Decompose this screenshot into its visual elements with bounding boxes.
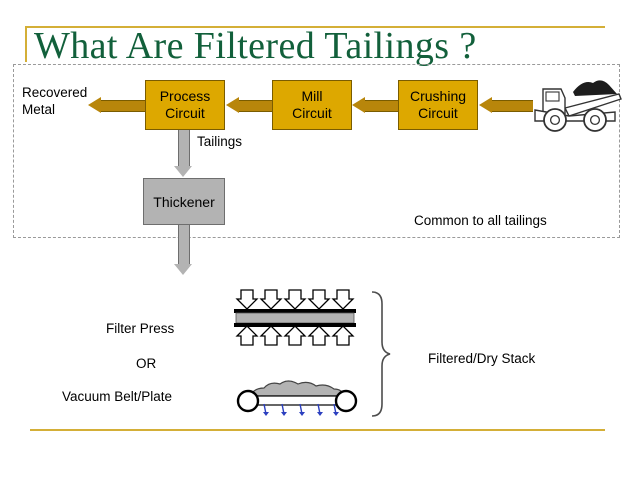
- box-crushing-circuit-line2: Circuit: [418, 105, 458, 121]
- arrow-process-to-thickener: [174, 130, 192, 177]
- arrow-crushing-to-mill: [352, 97, 398, 113]
- option-label-or: OR: [136, 356, 157, 371]
- box-mill-circuit-line2: Circuit: [292, 105, 332, 121]
- tailings-label: Tailings: [197, 134, 243, 149]
- arrow-process-to-recovered: [88, 97, 146, 113]
- grouping-brace-icon: [371, 291, 391, 417]
- box-process-circuit[interactable]: Process Circuit: [145, 80, 225, 130]
- box-mill-circuit-line1: Mill: [301, 88, 323, 104]
- recovered-metal-label: Recovered Metal: [22, 85, 88, 117]
- common-tailings-region: [13, 64, 620, 238]
- region-note-label: Common to all tailings: [414, 213, 547, 228]
- filtered-dry-stack-label: Filtered/Dry Stack: [428, 351, 536, 366]
- haul-truck-icon: [534, 80, 622, 132]
- box-thickener-label: Thickener: [153, 193, 215, 210]
- option-label-vacuum-belt-plate: Vacuum Belt/Plate: [62, 389, 173, 404]
- box-crushing-circuit[interactable]: Crushing Circuit: [398, 80, 478, 130]
- option-label-filter-press: Filter Press: [106, 321, 175, 336]
- top-rule-horizontal: [25, 26, 605, 28]
- bottom-rule: [30, 429, 605, 431]
- vacuum-belt-icon: [236, 380, 358, 416]
- box-thickener[interactable]: Thickener: [143, 178, 225, 225]
- box-process-circuit-line2: Circuit: [165, 105, 205, 121]
- top-rule-vertical-tick: [25, 26, 27, 62]
- page-title: What Are Filtered Tailings ?: [34, 25, 477, 67]
- arrow-thickener-to-dewatering: [174, 225, 192, 275]
- filter-press-icon: [234, 289, 356, 346]
- arrow-mill-to-process: [226, 97, 272, 113]
- box-process-circuit-line1: Process: [159, 88, 211, 104]
- box-crushing-circuit-line1: Crushing: [409, 88, 467, 104]
- arrow-truck-to-crushing: [479, 97, 533, 113]
- box-mill-circuit[interactable]: Mill Circuit: [272, 80, 352, 130]
